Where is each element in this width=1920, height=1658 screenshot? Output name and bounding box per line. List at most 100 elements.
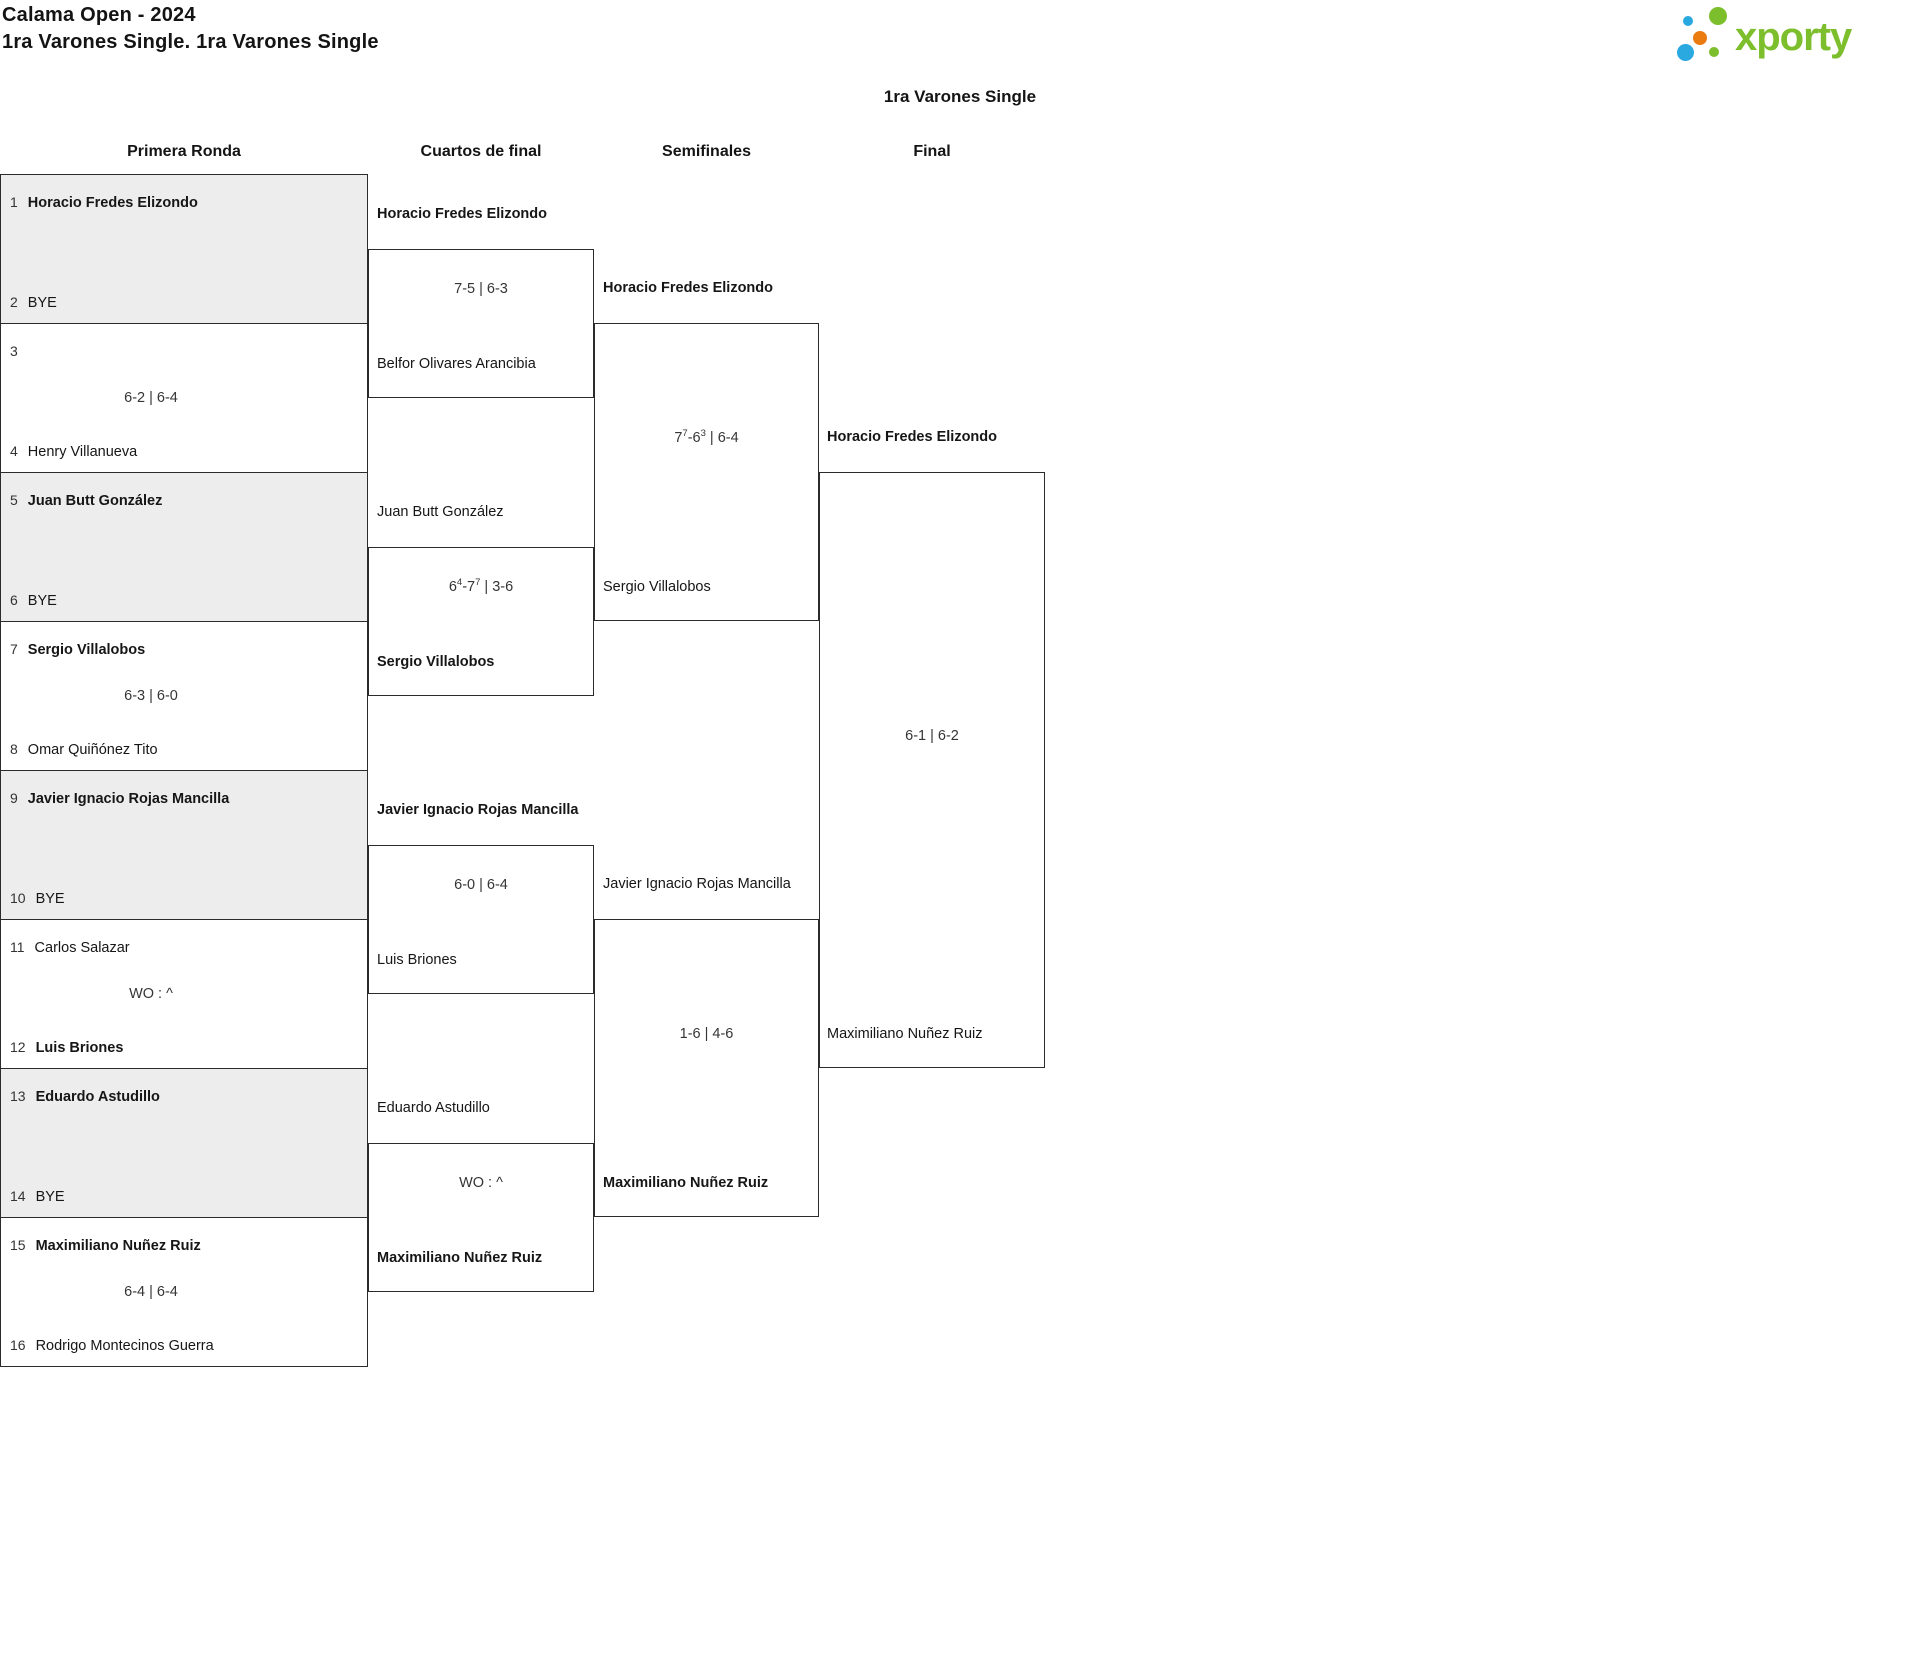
logo-dot-blue-small-icon bbox=[1683, 16, 1693, 26]
logo-wordmark: xporty bbox=[1735, 15, 1852, 59]
player-row: 11 Carlos Salazar bbox=[10, 937, 130, 957]
player-name: BYE bbox=[35, 1189, 65, 1205]
player-row: 9 Javier Ignacio Rojas Mancilla bbox=[10, 788, 229, 808]
match-score: 77-63 | 6-4 bbox=[674, 428, 739, 446]
logo-dot-orange-icon bbox=[1693, 31, 1707, 45]
seed-number: 8 bbox=[10, 741, 18, 757]
seed-number: 4 bbox=[10, 443, 18, 459]
player-name: BYE bbox=[27, 295, 57, 311]
player-name: Belfor Olivares Arancibia bbox=[377, 356, 536, 372]
seed-number: 5 bbox=[10, 492, 18, 508]
first-round-match-6: 11 Carlos Salazar 12 Luis Briones WO : ^ bbox=[0, 919, 368, 1069]
match-score: 6-0 | 6-4 bbox=[454, 877, 508, 893]
player-name: Luis Briones bbox=[377, 952, 457, 968]
match-score: 6-4 | 6-4 bbox=[124, 1284, 178, 1300]
column-header-semifinales: Semifinales bbox=[662, 143, 751, 160]
player-name: Carlos Salazar bbox=[34, 940, 130, 956]
match-score: 6-1 | 6-2 bbox=[905, 728, 959, 744]
player-row: 10 BYE bbox=[10, 888, 65, 908]
player-row: 13 Eduardo Astudillo bbox=[10, 1086, 160, 1106]
match-score: 1-6 | 4-6 bbox=[679, 1026, 734, 1042]
player-row: 7 Sergio Villalobos bbox=[10, 639, 145, 659]
player-name: BYE bbox=[35, 891, 65, 907]
seed-number: 11 bbox=[10, 939, 25, 955]
player-name: Javier Ignacio Rojas Mancilla bbox=[603, 876, 791, 892]
player-row: 1 Horacio Fredes Elizondo bbox=[10, 192, 198, 212]
column-header-cuartos-de-final: Cuartos de final bbox=[420, 143, 542, 160]
logo-dot-green-small-icon bbox=[1709, 47, 1719, 57]
seed-number: 13 bbox=[10, 1088, 26, 1104]
player-name: Juan Butt González bbox=[27, 493, 163, 509]
final-bracket bbox=[819, 472, 1045, 1068]
category-subtitle: 1ra Varones Single. 1ra Varones Single bbox=[2, 31, 379, 53]
player-row: 2 BYE bbox=[10, 292, 57, 312]
player-name: Maximiliano Nuñez Ruiz bbox=[827, 1026, 983, 1042]
player-name: Horacio Fredes Elizondo bbox=[603, 280, 773, 296]
quarterfinal-4-bracket bbox=[368, 1143, 594, 1292]
match-score: WO : ^ bbox=[129, 986, 173, 1002]
logo-dot-green-large-icon bbox=[1709, 7, 1727, 25]
player-name: Henry Villanueva bbox=[27, 444, 138, 460]
tournament-title: Calama Open - 2024 bbox=[2, 4, 196, 26]
quarterfinal-2-bracket bbox=[368, 547, 594, 696]
player-name: Luis Briones bbox=[35, 1040, 124, 1056]
seed-number: 1 bbox=[10, 194, 18, 210]
player-name: Horacio Fredes Elizondo bbox=[377, 206, 547, 222]
first-round-match-5: 9 Javier Ignacio Rojas Mancilla 10 BYE bbox=[0, 770, 368, 920]
player-name: Eduardo Astudillo bbox=[35, 1089, 160, 1105]
seed-number: 2 bbox=[10, 294, 18, 310]
match-score: 64-77 | 3-6 bbox=[448, 577, 514, 595]
player-name: Maximiliano Nuñez Ruiz bbox=[603, 1175, 769, 1191]
player-name: Horacio Fredes Elizondo bbox=[27, 195, 198, 211]
player-name: Maximiliano Nuñez Ruiz bbox=[377, 1250, 543, 1266]
seed-number: 16 bbox=[10, 1337, 26, 1353]
semifinal-1-bracket bbox=[594, 323, 819, 621]
seed-number: 15 bbox=[10, 1237, 26, 1253]
semifinal-2-bracket bbox=[594, 919, 819, 1217]
match-score: 6-2 | 6-4 bbox=[124, 390, 178, 406]
logo-dot-blue-large-icon bbox=[1677, 44, 1694, 61]
player-name: Sergio Villalobos bbox=[27, 642, 146, 658]
player-name: Eduardo Astudillo bbox=[377, 1100, 490, 1116]
player-name: BYE bbox=[27, 593, 57, 609]
player-name: Sergio Villalobos bbox=[377, 654, 495, 670]
player-name: Sergio Villalobos bbox=[603, 579, 711, 595]
first-round-match-2: 3 4 Henry Villanueva 6-2 | 6-4 bbox=[0, 323, 368, 473]
match-score bbox=[1, 537, 301, 557]
seed-number: 6 bbox=[10, 592, 18, 608]
player-row: 5 Juan Butt González bbox=[10, 490, 162, 510]
quarterfinal-1-bracket bbox=[368, 249, 594, 398]
player-row: 3 bbox=[10, 341, 28, 361]
player-row: 12 Luis Briones bbox=[10, 1037, 123, 1057]
column-header-primera-ronda: Primera Ronda bbox=[127, 143, 241, 160]
player-name: Rodrigo Montecinos Guerra bbox=[35, 1338, 214, 1354]
player-name: Juan Butt González bbox=[377, 504, 504, 520]
column-header-final: Final bbox=[913, 143, 951, 160]
quarterfinal-3-bracket bbox=[368, 845, 594, 994]
seed-number: 9 bbox=[10, 790, 18, 806]
player-row: 6 BYE bbox=[10, 590, 57, 610]
bracket-title: 1ra Varones Single bbox=[883, 87, 1037, 106]
player-name: Javier Ignacio Rojas Mancilla bbox=[377, 802, 579, 818]
player-name: Horacio Fredes Elizondo bbox=[827, 429, 997, 445]
seed-number: 10 bbox=[10, 890, 26, 906]
seed-number: 12 bbox=[10, 1039, 26, 1055]
player-name: Javier Ignacio Rojas Mancilla bbox=[27, 791, 230, 807]
match-score: WO : ^ bbox=[459, 1175, 503, 1191]
match-score: 6-3 | 6-0 bbox=[124, 688, 178, 704]
seed-number: 7 bbox=[10, 641, 18, 657]
first-round-match-3: 5 Juan Butt González 6 BYE bbox=[0, 472, 368, 622]
first-round-match-1: 1 Horacio Fredes Elizondo 2 BYE bbox=[0, 174, 368, 324]
match-score: 7-5 | 6-3 bbox=[454, 281, 508, 297]
seed-number: 3 bbox=[10, 343, 18, 359]
match-score bbox=[1, 1133, 301, 1153]
match-score bbox=[1, 835, 301, 855]
player-row: 16 Rodrigo Montecinos Guerra bbox=[10, 1335, 214, 1355]
